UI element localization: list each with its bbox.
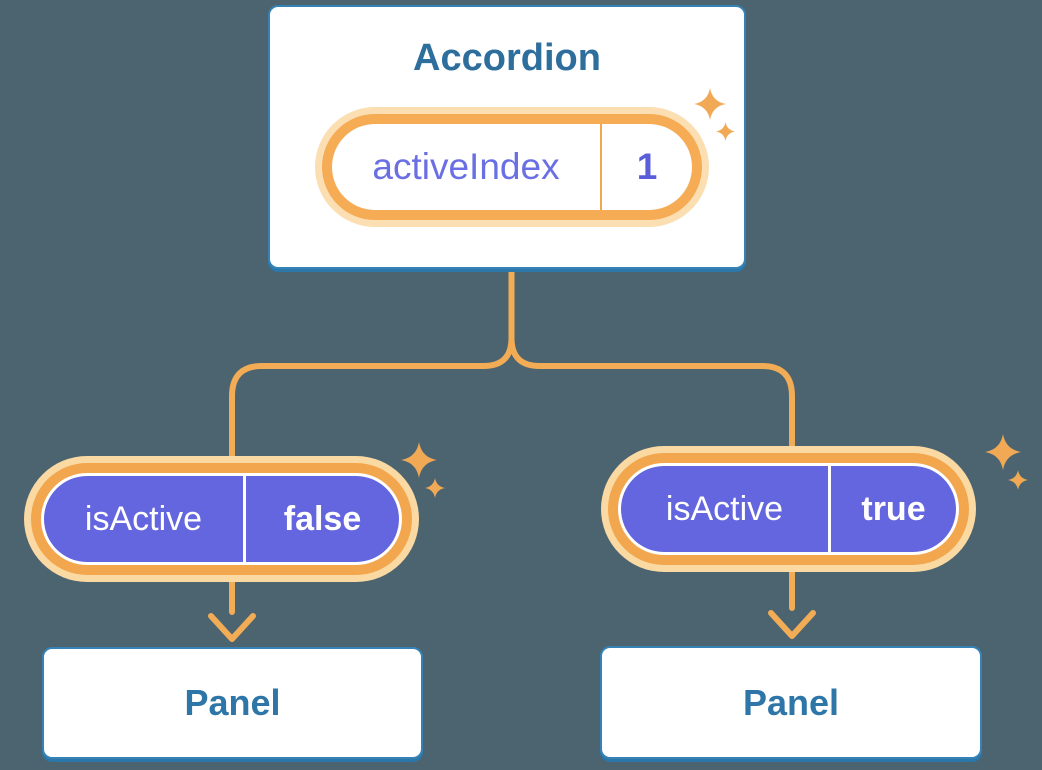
state-label: activeIndex	[372, 146, 560, 187]
state-value: 1	[636, 146, 658, 187]
accordion-title: Accordion	[413, 37, 601, 79]
state-pill: activeIndex 1	[332, 124, 692, 210]
state-pill-divider	[600, 124, 602, 210]
prop-pill-right: isActive true	[621, 466, 956, 552]
prop-value: false	[283, 499, 362, 538]
prop-pill-divider	[243, 476, 246, 562]
accordion-card: Accordion activeIndex 1	[268, 5, 746, 269]
arrow-head-left	[208, 613, 256, 642]
prop-label: isActive	[665, 489, 784, 528]
panel-card-left: Panel	[42, 647, 423, 759]
arrow-head-right	[768, 610, 816, 639]
sparkle-icon	[401, 442, 437, 478]
panel-title: Panel	[184, 682, 281, 723]
sparkle-icon	[985, 434, 1021, 470]
sparkle-icon	[425, 478, 445, 498]
sparkle-icon	[1008, 470, 1028, 490]
branch-line-right	[508, 263, 795, 611]
prop-value: true	[861, 489, 926, 528]
sparkle-icon	[716, 122, 735, 141]
panel-title: Panel	[742, 681, 840, 723]
prop-label: isActive	[84, 499, 203, 538]
prop-pill-left: isActive false	[44, 476, 399, 562]
prop-pill-divider	[828, 466, 831, 552]
sparkle-icon	[694, 88, 726, 120]
panel-card-right: Panel	[600, 646, 982, 759]
